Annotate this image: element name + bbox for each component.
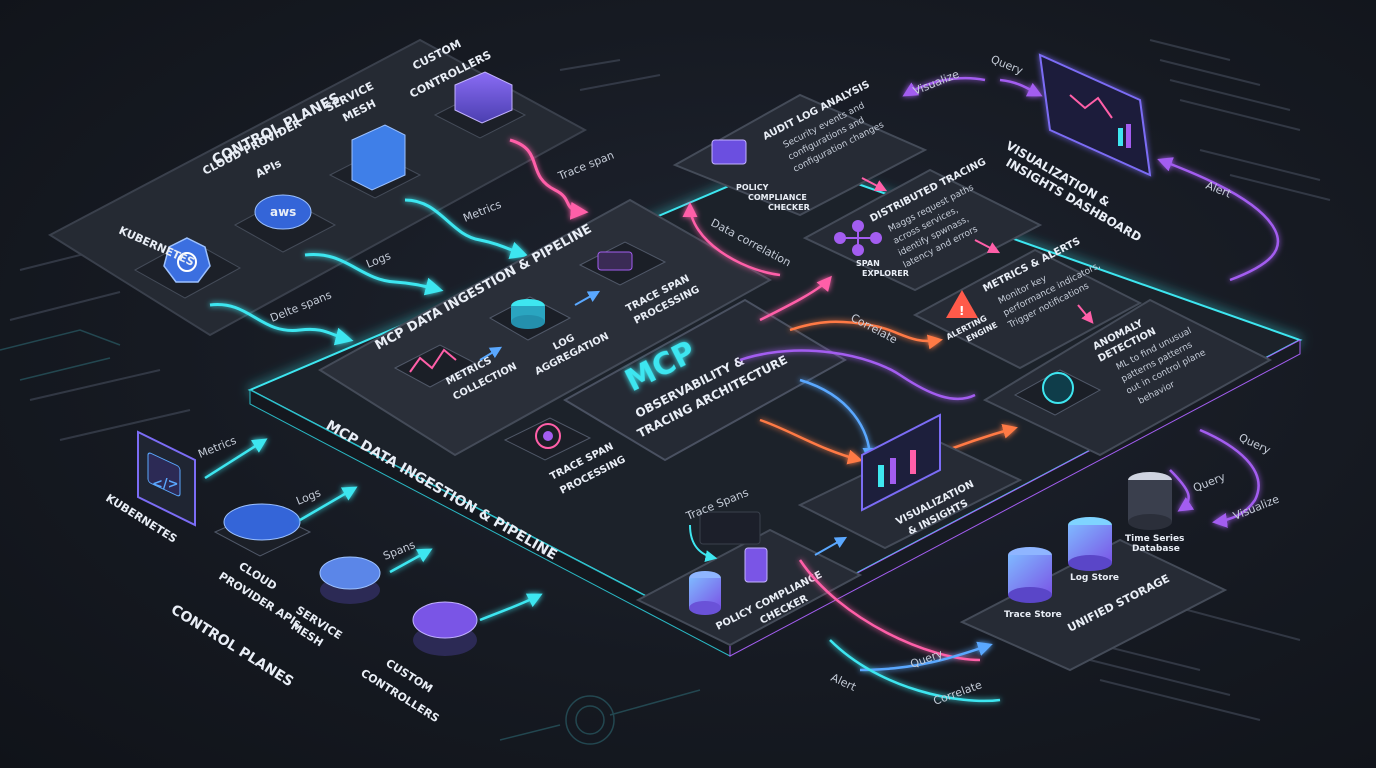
delte-spans-flow: [209, 303, 354, 346]
brain-icon: [1042, 372, 1074, 404]
line-chart-icon: [409, 348, 457, 373]
policy-label: POLICY: [736, 183, 769, 192]
aws-label: aws: [270, 205, 296, 219]
controller-router-icon: [412, 601, 478, 639]
network-graph-icon: [834, 220, 882, 256]
visualize-text-top: Visualize: [911, 67, 961, 97]
log-store-icon: [1068, 517, 1112, 571]
unified-storage[interactable]: Trace Store Log Store Time Series Databa…: [959, 472, 1228, 672]
svg-text:!: !: [959, 304, 964, 318]
alert-bottom-text: Alert: [829, 671, 859, 694]
database-bottom-icon: [689, 601, 721, 615]
warning-icon: [946, 290, 978, 318]
trace-span-text: Trace span: [555, 149, 616, 184]
span-label: SPAN: [856, 259, 880, 268]
explorer-label: EXPLORER: [862, 269, 909, 278]
checker-label: CHECKER: [768, 203, 810, 212]
dashboard-chart-icon: [1069, 94, 1113, 119]
document-icon: [744, 547, 768, 583]
cloud-icon: [254, 194, 312, 230]
query-right-text: Query: [1237, 431, 1273, 457]
logs-bottom-text: Logs: [294, 486, 323, 508]
insights-dashboard[interactable]: VISUALIZATION & INSIGHTS DASHBOARD: [1004, 53, 1152, 245]
logs-text: Logs: [364, 249, 393, 271]
top-flows: [209, 138, 589, 346]
controller-cube-icon: [454, 71, 513, 124]
storage-flows: [798, 428, 1260, 703]
svg-text:</>: </>: [152, 477, 179, 492]
log-store-label: Log Store: [1070, 573, 1119, 583]
kubernetes-bottom-node[interactable]: </> KUBERNETES: [103, 430, 196, 546]
metrics-alerts-card[interactable]: ! METRICS & ALERTS Monitor key performan…: [912, 236, 1143, 370]
trace-span-flow: [509, 138, 589, 220]
database-icon: [511, 315, 545, 329]
correlate-bottom-text: Correlate: [932, 678, 984, 708]
custom-controllers-bottom-node[interactable]: CUSTOM CONTROLLERS: [358, 601, 478, 725]
trace-store-icon: [1008, 547, 1052, 603]
bottom-left-flows: [204, 438, 543, 622]
metrics-text: Metrics: [461, 198, 503, 225]
tsdb-label-1: Time Series: [1125, 534, 1184, 544]
cloud-bottom-icon: [223, 503, 301, 541]
tsdb-icon: [1128, 472, 1172, 530]
policy-compliance-bottom[interactable]: POLICY COMPLIANCE CHECKER: [635, 528, 863, 647]
clipboard-icon: [711, 139, 747, 165]
audit-log-card[interactable]: AUDIT LOG ANALYSIS Security events and c…: [672, 79, 928, 217]
anomaly-detection-card[interactable]: ANOMALY DETECTION ML to find unusual pat…: [982, 298, 1273, 457]
alert-text-top: Alert: [1204, 179, 1234, 201]
metrics-flow: [404, 198, 529, 259]
analysis-panel: AUDIT LOG ANALYSIS Security events and c…: [672, 79, 1273, 457]
kubernetes-icon: [163, 237, 211, 283]
query-text-top: Query: [989, 53, 1025, 78]
code-panel: [699, 511, 761, 545]
compliance-label: COMPLIANCE: [748, 193, 807, 202]
span-icon: [597, 251, 633, 271]
trace-store-label: Trace Store: [1004, 610, 1062, 620]
metrics-bottom-text: Metrics: [196, 434, 238, 461]
query-right2-text: Query: [1191, 470, 1227, 495]
router-icon: [319, 556, 381, 590]
target-icon: [535, 423, 561, 449]
container-icon: [351, 124, 406, 191]
code-icon: [147, 452, 181, 497]
control-planes-top-panel: CONTROL PLANES KUBERNETES aws CLOUD PROV…: [47, 37, 588, 337]
tsdb-label-2: Database: [1132, 544, 1180, 554]
logs-flow: [304, 252, 444, 296]
service-mesh-bottom-node[interactable]: SERVICE MESH: [288, 556, 381, 649]
